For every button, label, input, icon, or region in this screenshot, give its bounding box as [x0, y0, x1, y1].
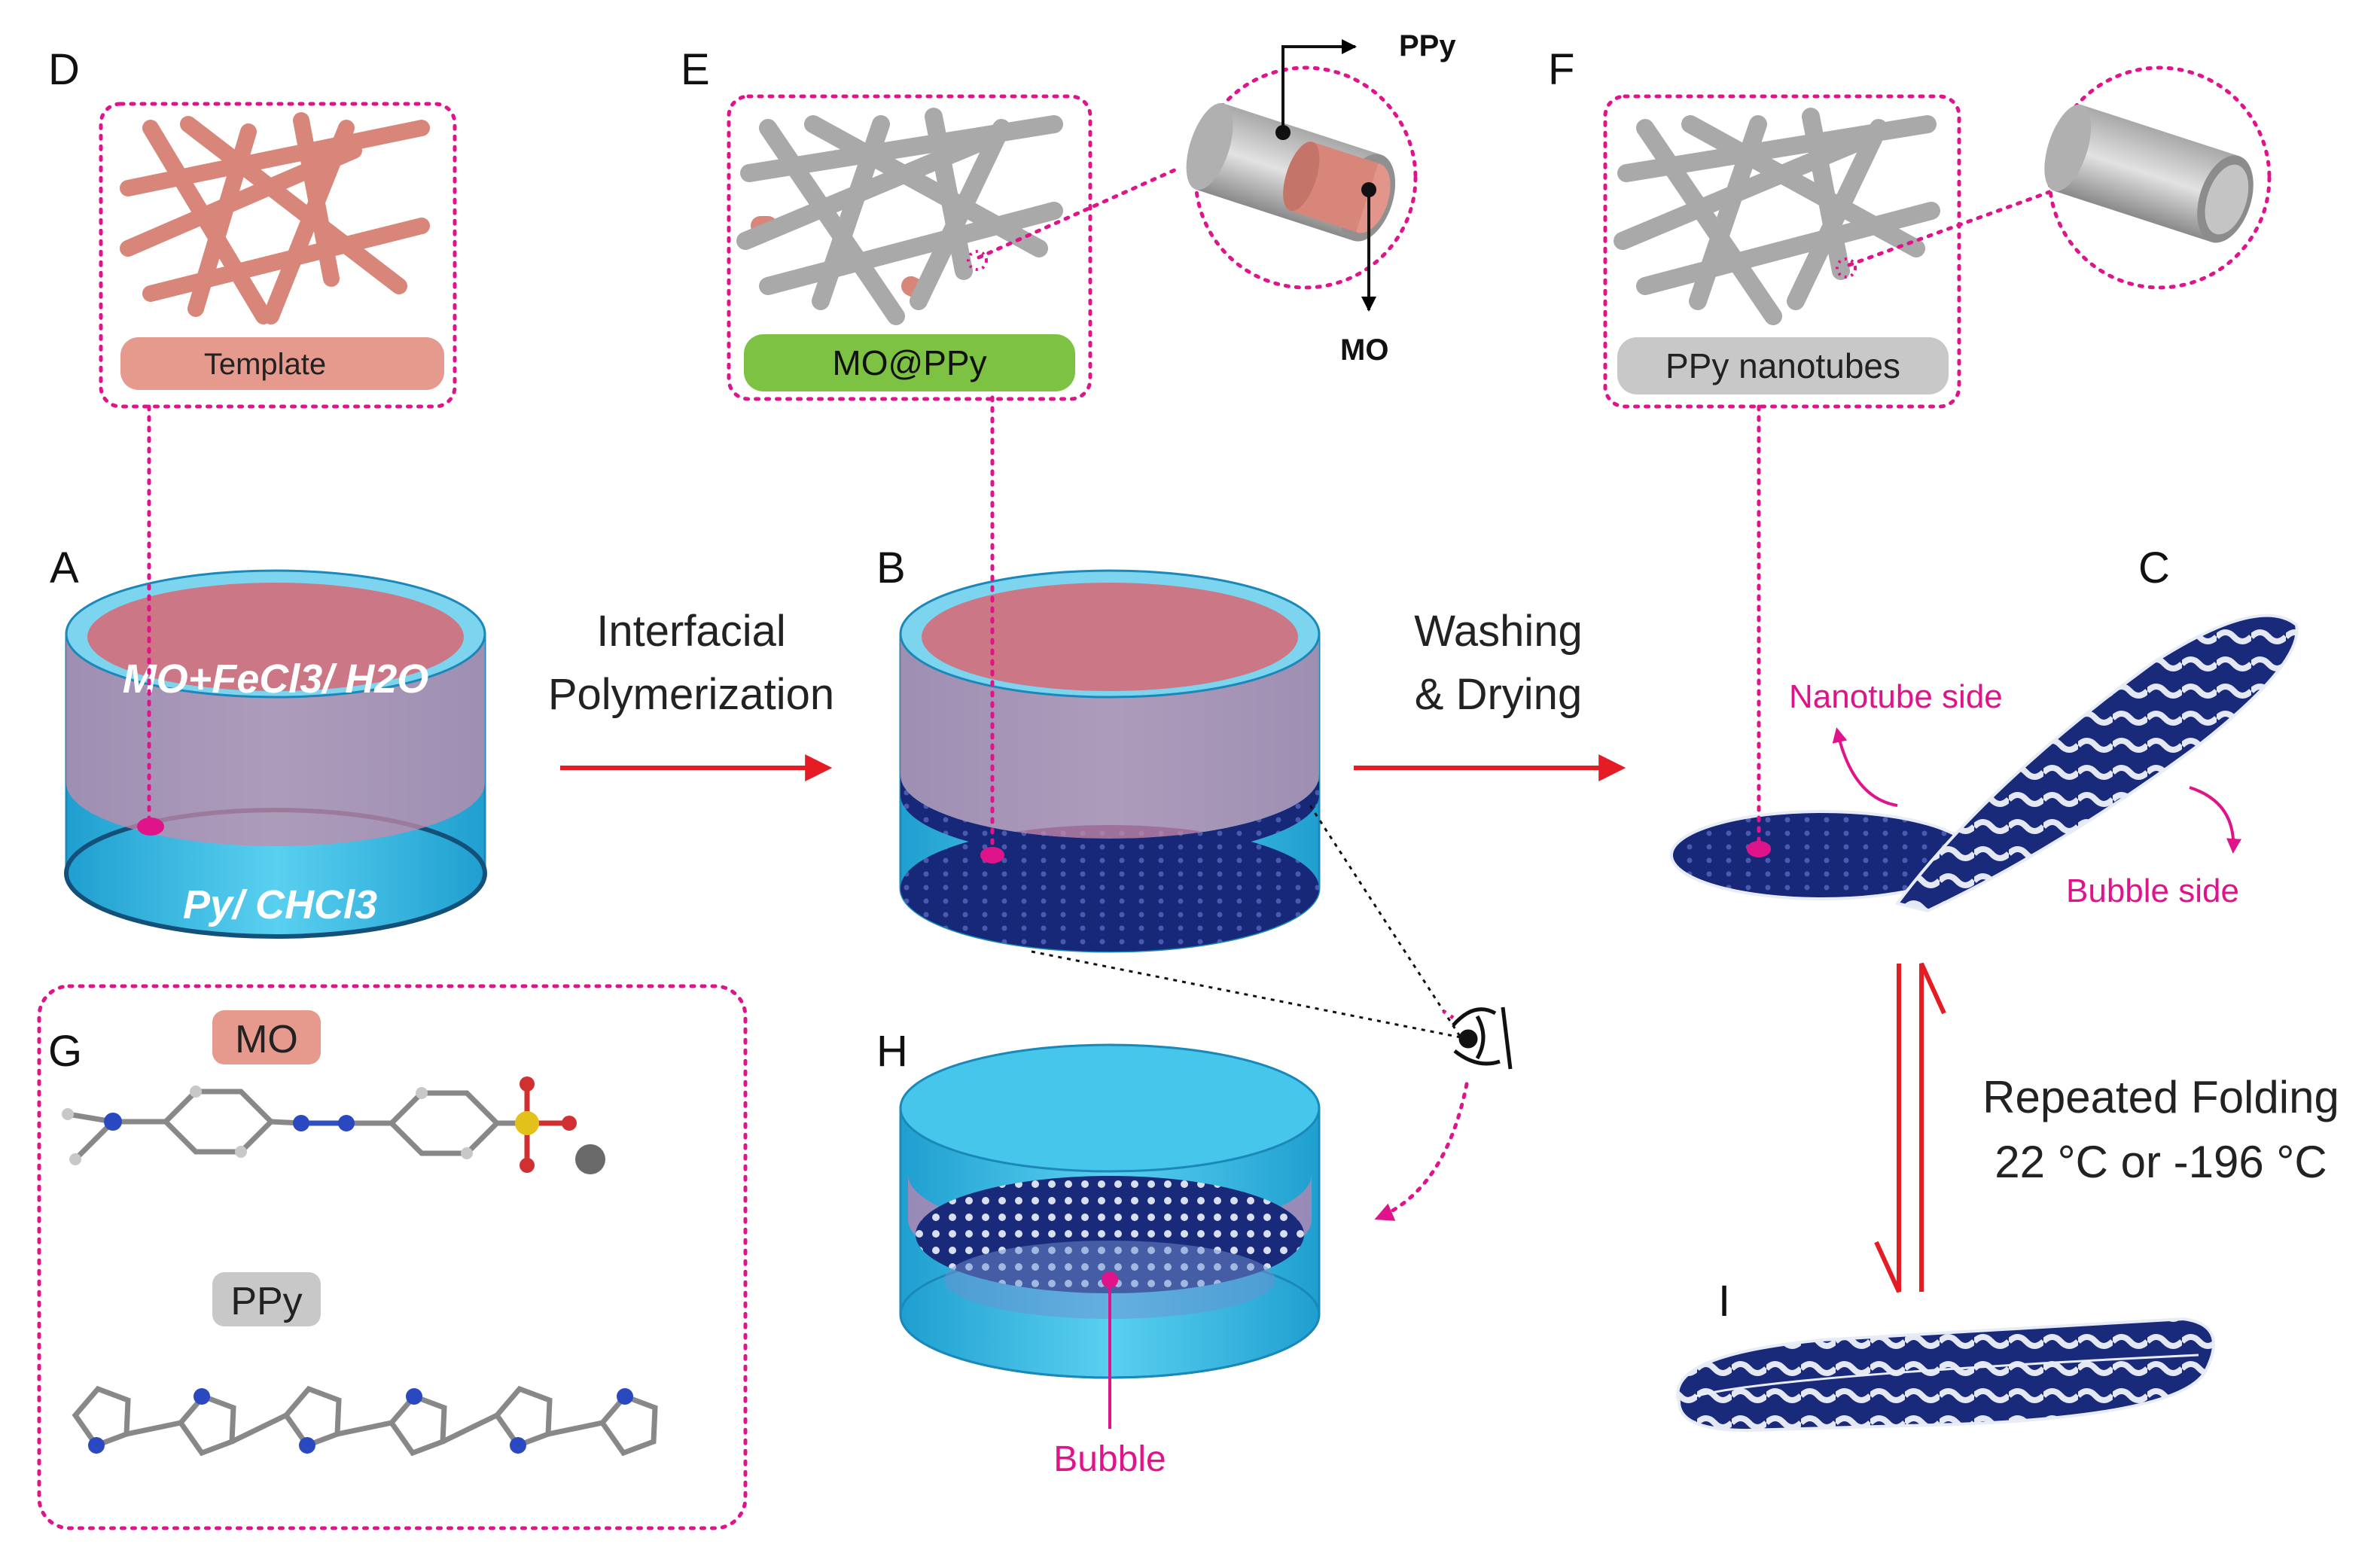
panel-label-f: F	[1548, 45, 1574, 94]
nanotube-side-label: Nanotube side	[1789, 678, 2003, 715]
ppy-nanotubes-badge	[1617, 337, 1949, 394]
ppy-film-interface	[900, 775, 1319, 858]
panel-label-c: C	[2138, 544, 2170, 592]
reaction-dish-b	[899, 569, 1321, 953]
mo-atoms	[62, 1076, 605, 1174]
ppy-nanotubes-label: PPy nanotubes	[1665, 346, 1900, 385]
step1-line1: Interfacial	[596, 607, 785, 656]
template-label: Template	[204, 348, 326, 381]
reaction-dish-a: MO+FeCl3/ H2O Py/ CHCl3	[64, 569, 487, 939]
view-lines	[1031, 805, 1462, 1039]
template-nanofibers	[120, 112, 430, 324]
panel-label-e: E	[681, 45, 710, 94]
aqueous-phase-label: MO+FeCl3/ H2O	[123, 656, 429, 702]
step2-line2: & Drying	[1415, 670, 1582, 719]
organic-phase-label: Py/ CHCl3	[183, 882, 377, 927]
ppy-nitrogen-atoms	[88, 1388, 633, 1454]
aqueous-phase-top	[87, 583, 464, 691]
template-badge	[120, 337, 444, 390]
inset-ppy-nanotubes: PPy nanotubes	[1603, 94, 2062, 409]
panel-label-h: H	[876, 1027, 908, 1076]
step2-line1: Washing	[1414, 607, 1583, 656]
inset-template: Template	[99, 102, 457, 409]
ppy-film-c	[1670, 614, 2299, 913]
inset-molecules: MO	[37, 984, 748, 1530]
bubble-side-label: Bubble side	[2066, 872, 2239, 909]
ppy-molecule-label: PPy	[230, 1280, 302, 1323]
nanotube-side-arrow	[1832, 727, 1898, 807]
step-washing-drying: Washing & Drying	[1354, 607, 1626, 781]
mo-core-label: MO	[1340, 333, 1388, 367]
mo-badge	[212, 1010, 321, 1064]
folding-line2: 22 °C or -196 °C	[1995, 1137, 2327, 1187]
bubble-label: Bubble	[1053, 1439, 1166, 1479]
step-interfacial-polymerization: Interfacial Polymerization	[548, 607, 834, 781]
ppy-badge	[212, 1272, 321, 1326]
mo-molecule	[67, 1084, 569, 1165]
mo-ppy-badge	[744, 334, 1075, 391]
mo-ppy-label: MO@PPy	[832, 343, 986, 382]
hollow-tube-zoom	[2044, 65, 2272, 290]
folding-line1: Repeated Folding	[1982, 1072, 2339, 1122]
mo-ppy-nanofibers	[736, 108, 1063, 325]
inset-mo-ppy: MO@PPy	[727, 94, 1177, 401]
fold-arrow-up	[1919, 962, 1946, 1292]
bubble-side-arrow	[2189, 786, 2241, 854]
panel-label-g: G	[48, 1027, 82, 1076]
panel-label-a: A	[50, 544, 79, 592]
ppy-molecule	[72, 1385, 658, 1457]
ppy-nanotube-network	[1614, 108, 1940, 325]
mo-molecule-label: MO	[235, 1018, 298, 1061]
core-shell-zoom: PPy MO	[1186, 29, 1456, 367]
eye-to-h-arrow	[1374, 1082, 1469, 1221]
eye-icon	[1452, 1006, 1513, 1070]
panel-label-d: D	[48, 45, 80, 94]
ppy-shell-label: PPy	[1399, 29, 1456, 62]
folding-equilibrium	[1874, 962, 1946, 1293]
film-bubble-face	[1894, 614, 2299, 913]
folded-film-i	[1676, 1317, 2215, 1433]
step1-line2: Polymerization	[548, 670, 834, 719]
panel-label-b: B	[876, 544, 906, 592]
panel-label-i: I	[1718, 1277, 1730, 1326]
fold-arrow-down	[1874, 964, 1901, 1293]
